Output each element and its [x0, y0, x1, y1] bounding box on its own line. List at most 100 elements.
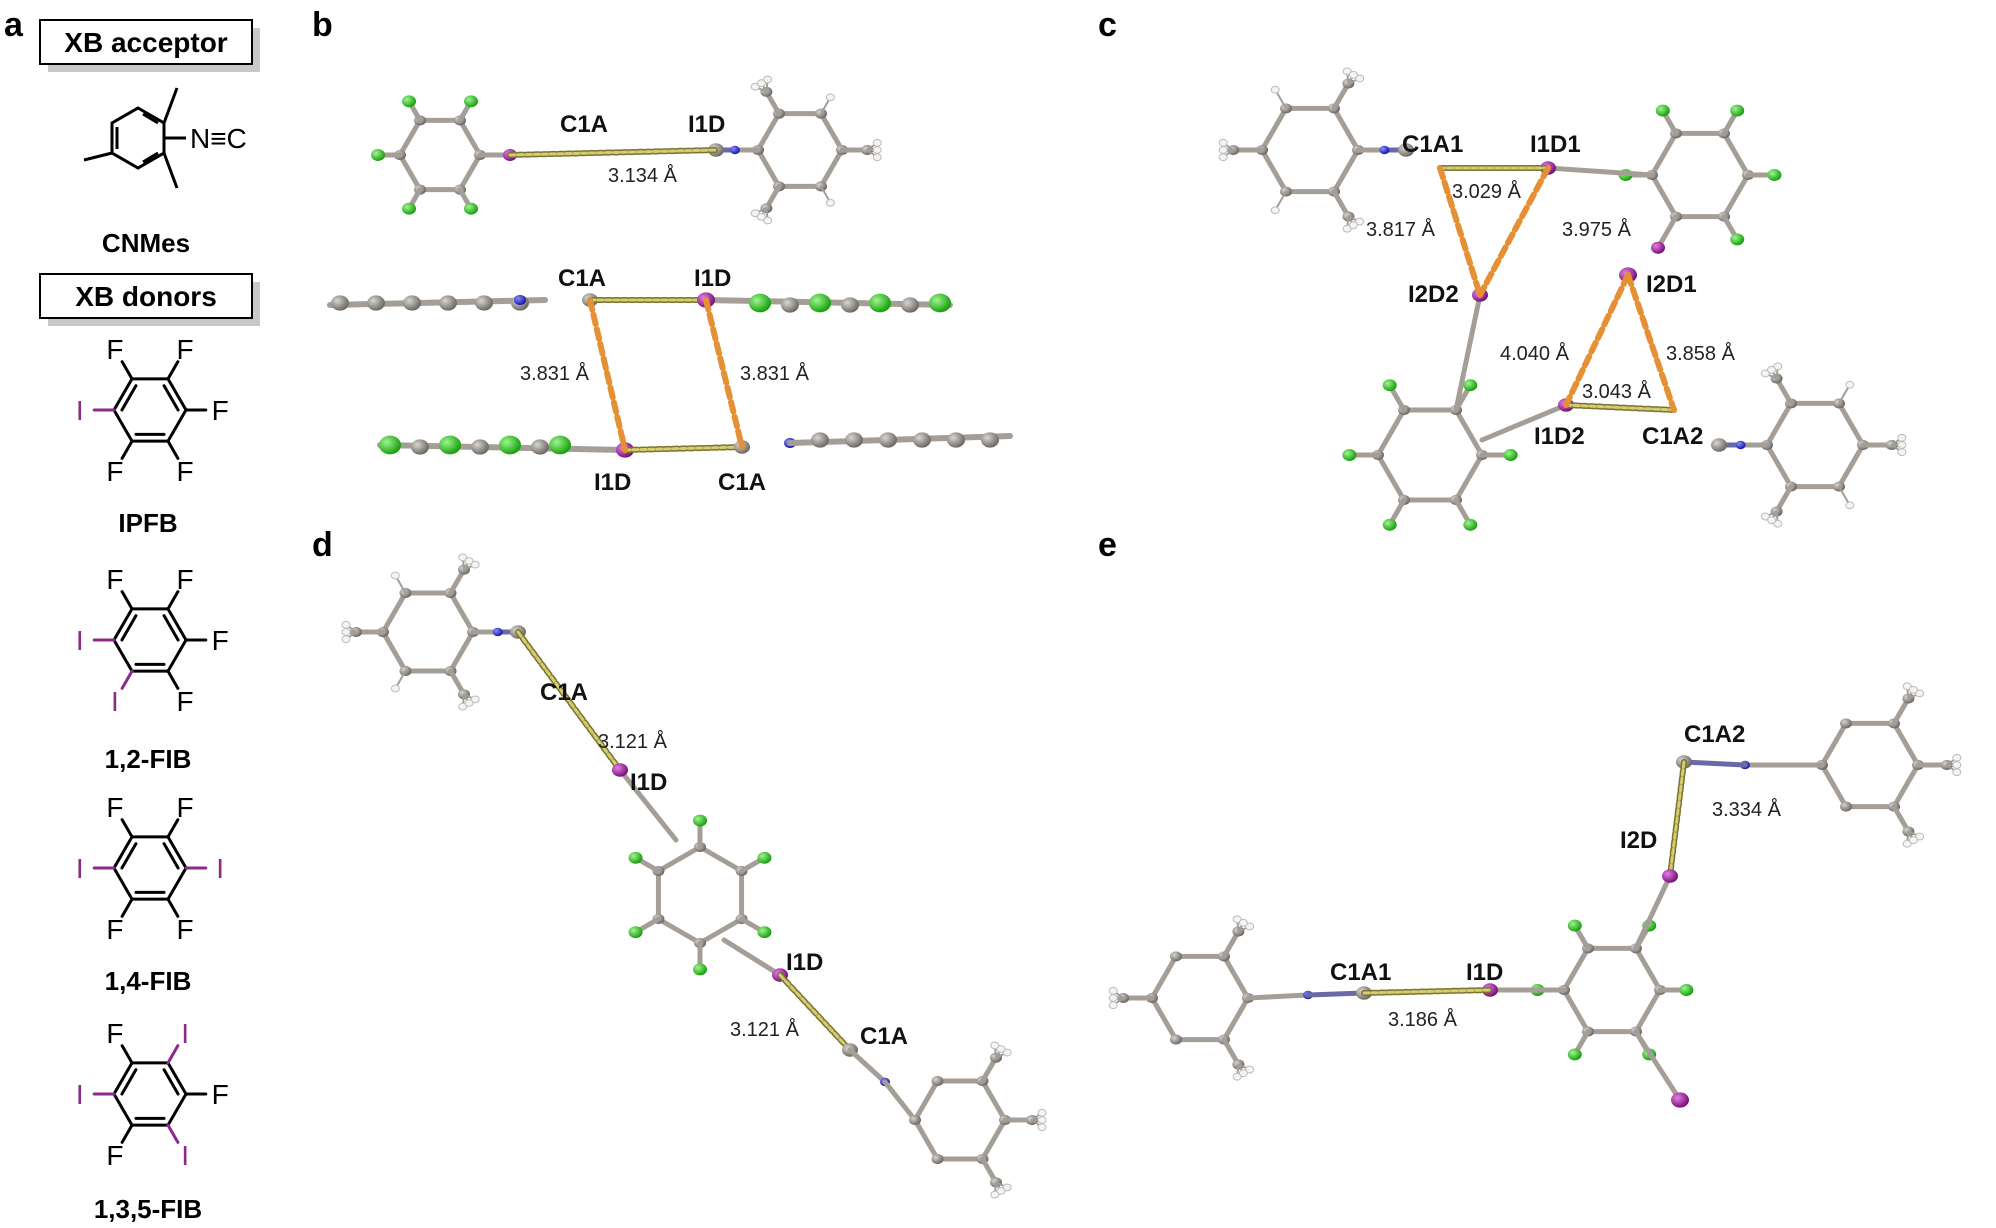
- bond: [1149, 953, 1179, 1001]
- hydrogen-atom: [756, 79, 766, 88]
- double-bond: [162, 842, 180, 870]
- iodine-label: I: [216, 853, 224, 884]
- fluorine-bond: [166, 669, 180, 690]
- panel-e-drawing: [1108, 682, 1962, 1108]
- bond: [912, 1117, 940, 1162]
- fluorine-bond: [120, 897, 134, 918]
- fluorine-atom: [371, 149, 385, 161]
- halogen-bond-contact: [1362, 988, 1492, 995]
- donor-name-ipfb: IPFB: [118, 508, 177, 538]
- iodine-label: I: [76, 1079, 84, 1110]
- fluorine-atom: [1730, 104, 1745, 117]
- hydrogen-atom: [1908, 685, 1918, 694]
- carbon-atom: [879, 432, 897, 448]
- hydrogen-atom: [341, 620, 351, 629]
- fluorine-label: F: [212, 625, 229, 656]
- distance-label: 4.040 Å: [1500, 342, 1570, 365]
- atom-label: I1D: [688, 111, 725, 138]
- iodine-atom: [1651, 241, 1665, 254]
- atom-label: C1A: [860, 1023, 908, 1050]
- atom-label: C1A: [718, 469, 766, 496]
- hydrogen-atom: [1355, 74, 1365, 83]
- hydrogen-atom: [458, 553, 468, 562]
- hydrogen-atom: [1348, 70, 1358, 79]
- carbon-atom: [475, 295, 493, 311]
- nitrogen-atom: [1735, 440, 1746, 450]
- fluorine-label: F: [106, 792, 123, 823]
- bond: [1453, 292, 1483, 413]
- hydrogen-atom: [1915, 832, 1925, 841]
- fluorine-atom: [464, 95, 478, 108]
- nitrogen-atom: [1379, 145, 1390, 155]
- iodine-atom: [612, 763, 628, 777]
- carbon-atom: [1840, 801, 1852, 812]
- distance-label: 3.121 Å: [730, 1018, 800, 1041]
- bond: [1453, 452, 1485, 503]
- nitrogen-atom: [492, 627, 503, 637]
- iodine-atom: [1671, 1092, 1689, 1108]
- panel-c-label: c: [1098, 6, 1117, 44]
- distance-label: 3.043 Å: [1582, 380, 1652, 403]
- donor-name-14fib: 1,4-FIB: [105, 966, 192, 996]
- donor-header: XB donors: [75, 281, 217, 312]
- fluorine-label: F: [177, 686, 194, 717]
- hydrogen-atom: [1767, 365, 1777, 374]
- bond: [721, 937, 783, 978]
- hydrogen-atom: [1238, 1069, 1248, 1078]
- carbon-atom: [1170, 951, 1182, 962]
- bond: [1453, 407, 1485, 458]
- isocyanide-group: N≡C: [190, 123, 247, 154]
- hydrogen-atom: [1245, 922, 1255, 931]
- iodine-label: I: [76, 395, 84, 426]
- fluorine-bond: [166, 439, 180, 460]
- fluorine-bond: [166, 897, 180, 918]
- atom-label: I2D1: [1646, 271, 1697, 298]
- secondary-contact: [1477, 165, 1551, 298]
- bond: [755, 147, 782, 189]
- bond: [1561, 987, 1591, 1035]
- hydrogen-atom: [1845, 380, 1855, 389]
- bond: [847, 1047, 888, 1085]
- bond: [1836, 400, 1866, 448]
- bond: [617, 767, 679, 843]
- fluorine-atom: [869, 293, 891, 313]
- hydrogen-atom: [390, 684, 400, 693]
- hydrogen-atom: [750, 82, 760, 91]
- fluorine-atom: [929, 293, 951, 313]
- hydrogen-atom: [1002, 1048, 1012, 1057]
- hydrogen-atom: [1108, 994, 1118, 1002]
- hydrogen-atom: [464, 699, 474, 707]
- carbon-atom: [909, 1114, 921, 1126]
- bond: [655, 844, 703, 874]
- bond: [1681, 759, 1748, 768]
- bond: [980, 1078, 1008, 1123]
- carbon-atom: [811, 432, 829, 448]
- atom-label: I1D: [786, 949, 823, 976]
- fluorine-atom: [1567, 919, 1582, 932]
- iodine-label: I: [181, 1140, 189, 1171]
- atom-label: C1A1: [1330, 959, 1391, 986]
- hydrogen-atom: [990, 1041, 1000, 1050]
- fluorine-bond: [166, 590, 180, 611]
- atom-label: C1A2: [1642, 423, 1703, 450]
- halogen-bond-contact: [778, 973, 852, 1052]
- double-bond: [162, 1068, 180, 1096]
- benzene-ring: [112, 377, 188, 443]
- panel-d-drawing: [341, 553, 1047, 1199]
- fluorine-atom: [1730, 233, 1745, 246]
- bond: [980, 1117, 1008, 1162]
- hydrogen-atom: [1902, 682, 1912, 691]
- carbon-atom: [845, 432, 863, 448]
- panel-e-label: e: [1098, 526, 1117, 564]
- fluorine-atom: [1767, 169, 1782, 181]
- panel-c-drawing: [1218, 67, 1907, 531]
- distance-label: 3.975 Å: [1562, 218, 1632, 241]
- hydrogen-atom: [1232, 1072, 1242, 1081]
- hydrogen-atom: [1108, 1001, 1118, 1010]
- fluorine-bond: [166, 360, 180, 381]
- bond: [1836, 442, 1866, 490]
- fluorine-atom: [1463, 518, 1478, 531]
- fluorine-atom: [757, 926, 772, 939]
- fluorine-atom: [1567, 1048, 1582, 1061]
